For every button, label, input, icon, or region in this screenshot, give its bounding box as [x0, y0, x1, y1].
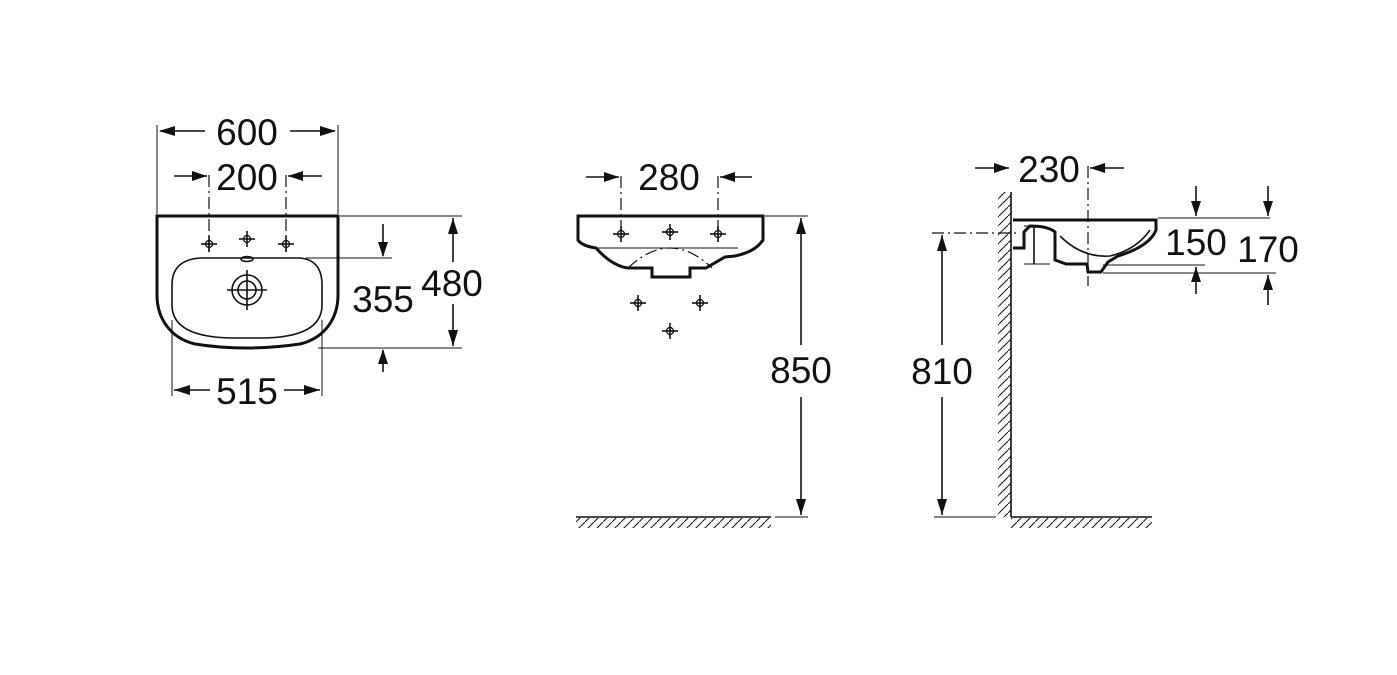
basin-elevation-outline: [576, 214, 765, 279]
waste-outlet: [227, 270, 267, 310]
front-view: 600 200 515 355: [155, 112, 483, 412]
fixing-point-bottom: [661, 322, 679, 340]
dim-280-label: 280: [638, 157, 700, 198]
dim-170-label: 170: [1237, 229, 1299, 270]
dim-170: 170: [1103, 186, 1299, 305]
dim-515: 515: [171, 320, 323, 412]
dim-230-label: 230: [1018, 149, 1080, 190]
overflow-hole: [240, 255, 254, 263]
floor-elevation: [576, 516, 771, 528]
tap-hole-centre: [238, 230, 256, 248]
side-view: 230 150 170 810: [911, 149, 1299, 528]
dim-150: 150: [1103, 186, 1270, 294]
bowl-outline: [171, 257, 323, 339]
fixing-point-right: [691, 294, 709, 312]
dim-480: 480: [340, 215, 483, 349]
basin-outline: [155, 214, 340, 350]
dim-200-label: 200: [216, 157, 278, 198]
dim-515-label: 515: [216, 371, 278, 412]
dim-355: 355: [306, 224, 414, 372]
wall: [998, 192, 1152, 528]
dim-600-label: 600: [216, 112, 278, 153]
dim-850-label: 850: [770, 350, 832, 391]
dim-280: 280: [586, 157, 752, 198]
elev-tap-centre: [661, 223, 679, 241]
dim-600: 600: [156, 112, 339, 214]
dim-200: 200: [174, 157, 322, 198]
dim-355-label: 355: [352, 279, 414, 320]
dim-150-label: 150: [1165, 222, 1227, 263]
dim-850: 850: [765, 215, 832, 518]
dim-810: 810: [911, 232, 1016, 518]
dim-810-label: 810: [911, 351, 973, 392]
elevation-view: 280 850: [576, 157, 832, 528]
dim-480-label: 480: [421, 263, 483, 304]
fixing-point-left: [629, 294, 647, 312]
dim-230: 230: [975, 149, 1124, 286]
